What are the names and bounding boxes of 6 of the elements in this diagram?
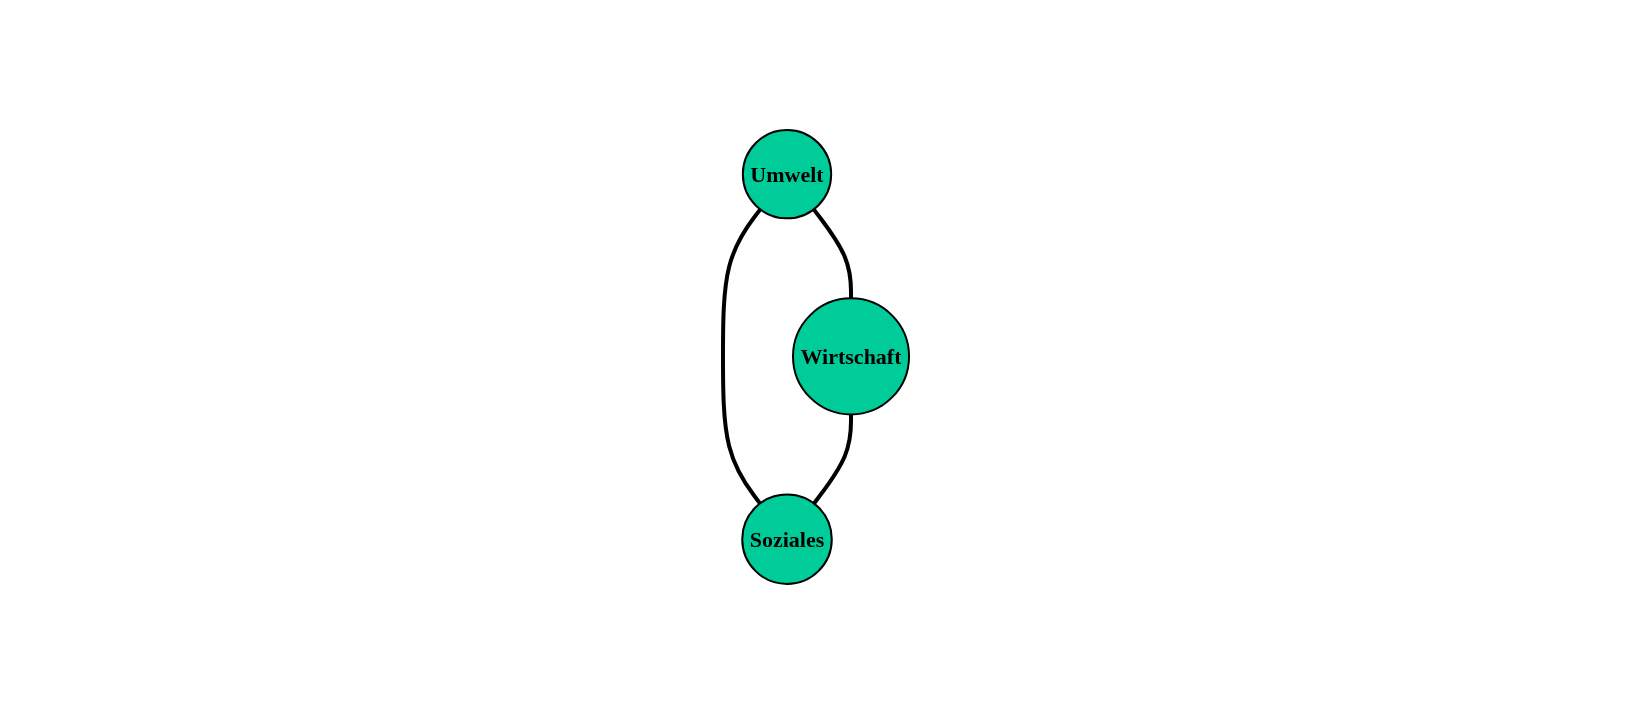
connector — [812, 208, 854, 299]
node-circle: Umwelt — [742, 129, 833, 220]
connector — [721, 208, 763, 505]
node-circle: Wirtschaft — [792, 297, 911, 416]
node-circle: Soziales — [741, 493, 834, 585]
connector — [812, 414, 854, 505]
